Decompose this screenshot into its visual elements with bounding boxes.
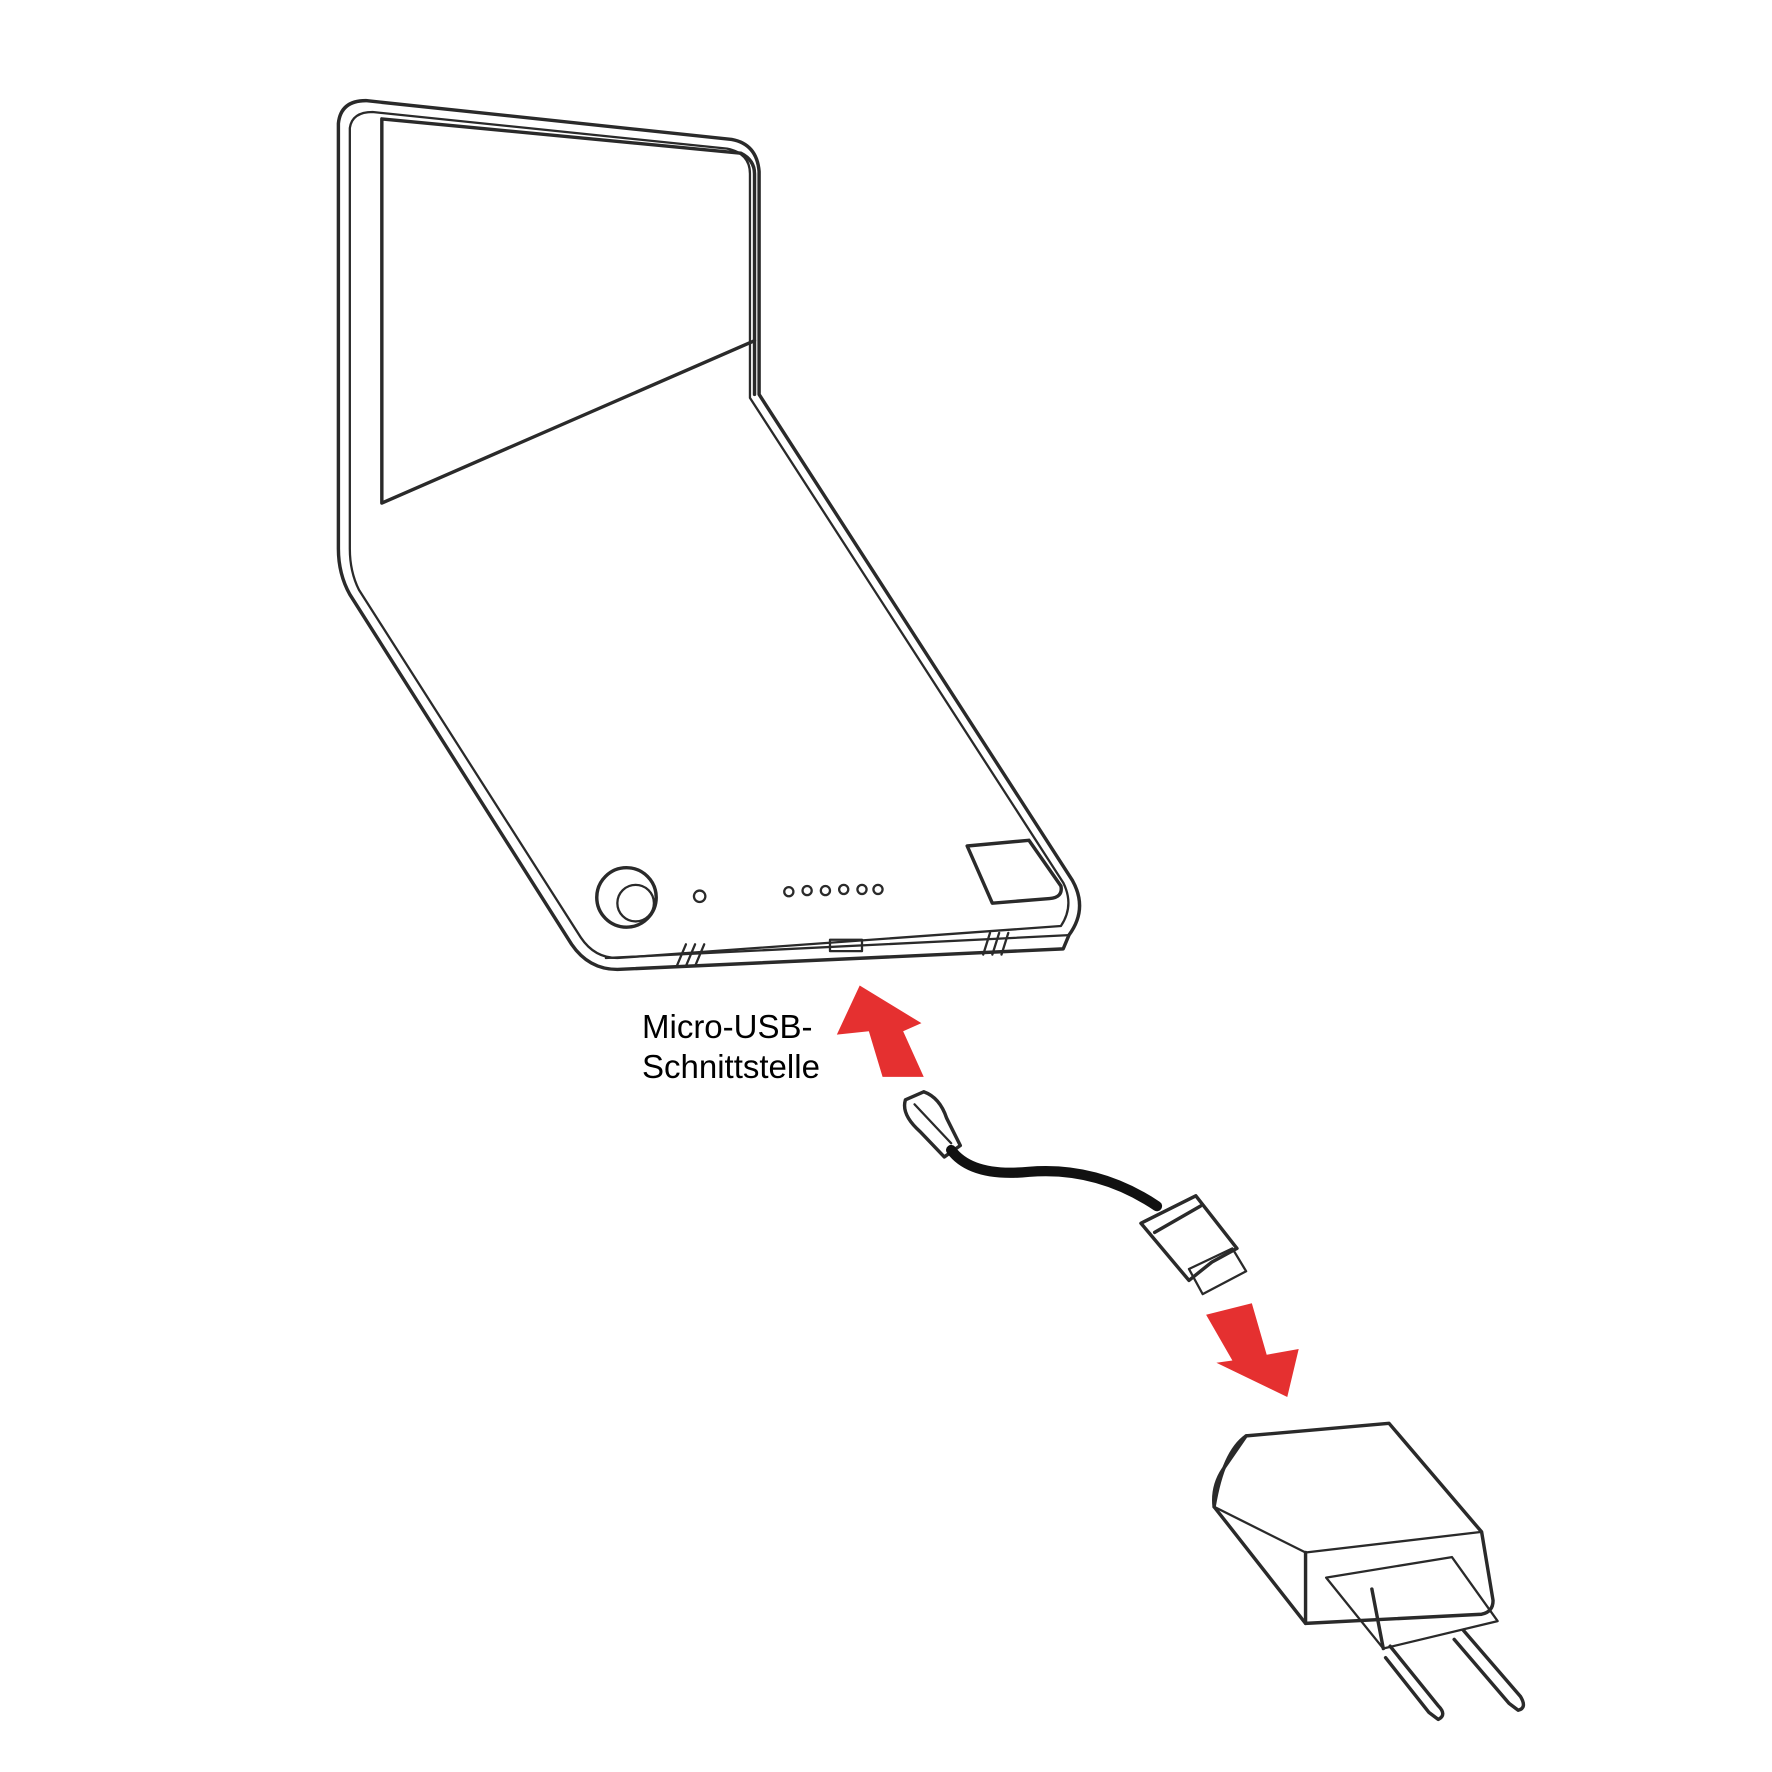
cable-wire [946,1144,1163,1212]
led-indicator-icon [783,883,884,898]
speaker-grille-left [675,943,706,968]
camera-icon [595,865,658,929]
label-line-1: Micro-USB- [642,1008,813,1045]
micro-usb-plug [902,1090,963,1159]
usb-a-plug [1139,1194,1239,1283]
plug-pin-left [1383,1644,1445,1722]
arrow-down-icon [1206,1303,1299,1398]
plug-pin-right [1452,1628,1526,1712]
cover-screen [380,117,757,505]
flip-phone [336,98,1082,972]
usb-cable [902,1090,1248,1296]
power-adapter [1212,1421,1526,1722]
speaker-grille-right [982,931,1010,956]
label-line-2: Schnittstelle [642,1048,820,1085]
micro-usb-port [828,938,864,953]
arrow-up-icon [836,985,924,1077]
sensor-icon [692,889,707,904]
micro-usb-label: Micro-USB- Schnittstelle [642,1007,820,1087]
flash-icon [965,838,1063,905]
